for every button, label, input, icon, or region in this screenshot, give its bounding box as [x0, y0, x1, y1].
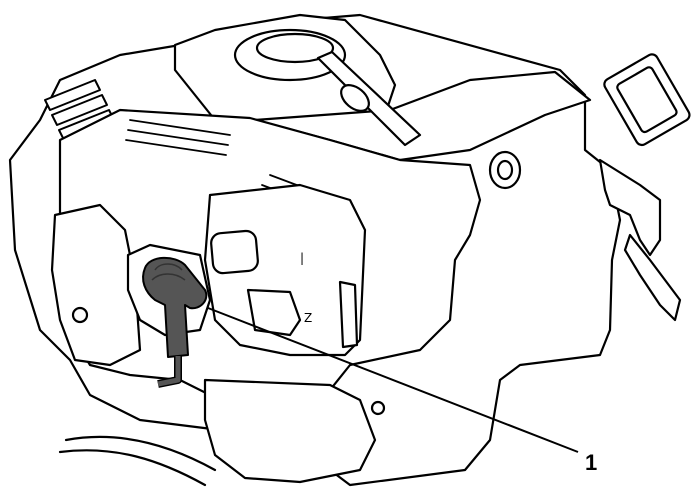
- spark-plug-boot: [142, 256, 208, 388]
- throttle-trigger: [598, 158, 662, 257]
- switch-panel: [203, 183, 367, 357]
- switch-mark-run: |: [300, 251, 304, 265]
- side-cover: [50, 203, 142, 367]
- mount-bolt: [496, 159, 514, 181]
- switch-mark-stop: Z: [304, 311, 312, 325]
- callout-leader-line: [207, 307, 579, 453]
- lower-base: [203, 378, 377, 484]
- throttle-lever: [316, 50, 422, 147]
- base-bolt: [370, 400, 386, 416]
- switch-guard: [338, 280, 359, 349]
- trigger-lever: [623, 233, 682, 322]
- cover-screw: [71, 306, 89, 324]
- ground-cord: [58, 435, 217, 487]
- callout-number: 1: [585, 450, 597, 475]
- primer-bulb: [210, 229, 259, 275]
- fuel-cap: [603, 53, 691, 147]
- lever-knob: [340, 84, 370, 112]
- stop-switch: [246, 288, 302, 337]
- filter-cap-top: [255, 32, 335, 64]
